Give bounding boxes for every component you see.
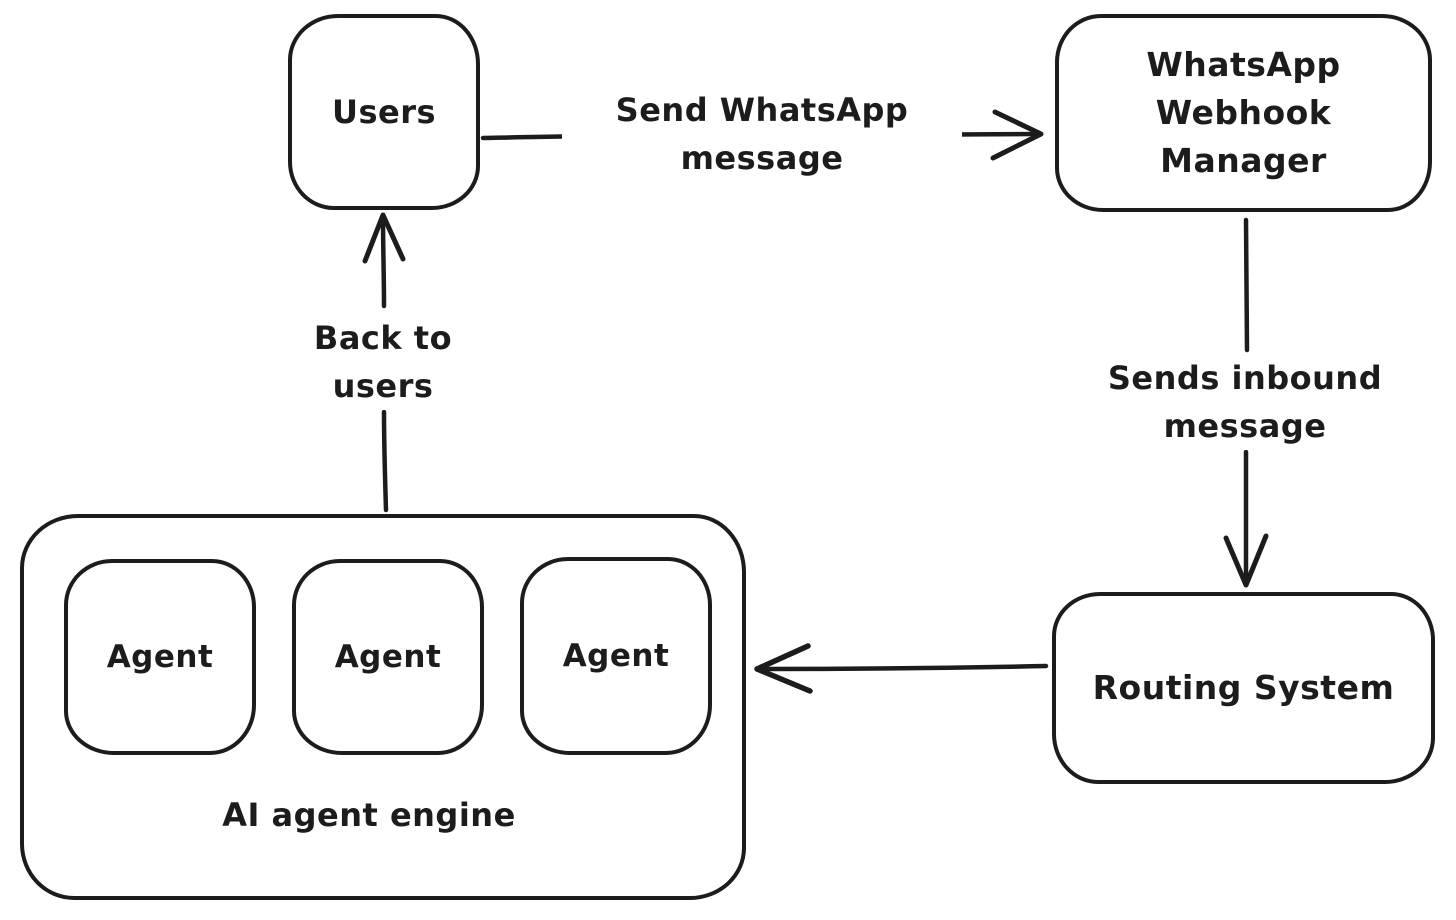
- agent-node-label: Agent: [106, 638, 214, 675]
- edge-label-send-whatsapp-message: Send WhatsApp message: [562, 86, 962, 182]
- agent-node: Agent: [64, 559, 256, 755]
- agent-node: Agent: [520, 557, 712, 755]
- arrow-webhook-to-routing: [1223, 217, 1269, 588]
- routing-system-node-label: Routing System: [1092, 668, 1395, 708]
- edge-label-sends-inbound-message: Sends inbound message: [1045, 354, 1445, 450]
- agent-node-label: Agent: [334, 638, 442, 675]
- users-node-label: Users: [331, 92, 437, 131]
- edge-label-back-to-users: Back to users: [233, 314, 533, 410]
- users-node: Users: [288, 14, 480, 210]
- ai-agent-engine-container: Agent Agent Agent AI agent engine: [20, 514, 746, 900]
- routing-system-node: Routing System: [1052, 592, 1435, 784]
- agent-node: Agent: [292, 559, 484, 755]
- arrow-routing-to-engine: [754, 643, 1049, 694]
- webhook-manager-node-label: WhatsApp Webhook Manager: [1146, 45, 1341, 180]
- agent-node-label: Agent: [562, 637, 670, 674]
- webhook-manager-node: WhatsApp Webhook Manager: [1055, 14, 1432, 212]
- ai-agent-engine-label: AI agent engine: [222, 796, 516, 834]
- arrow-engine-to-users: [362, 212, 406, 513]
